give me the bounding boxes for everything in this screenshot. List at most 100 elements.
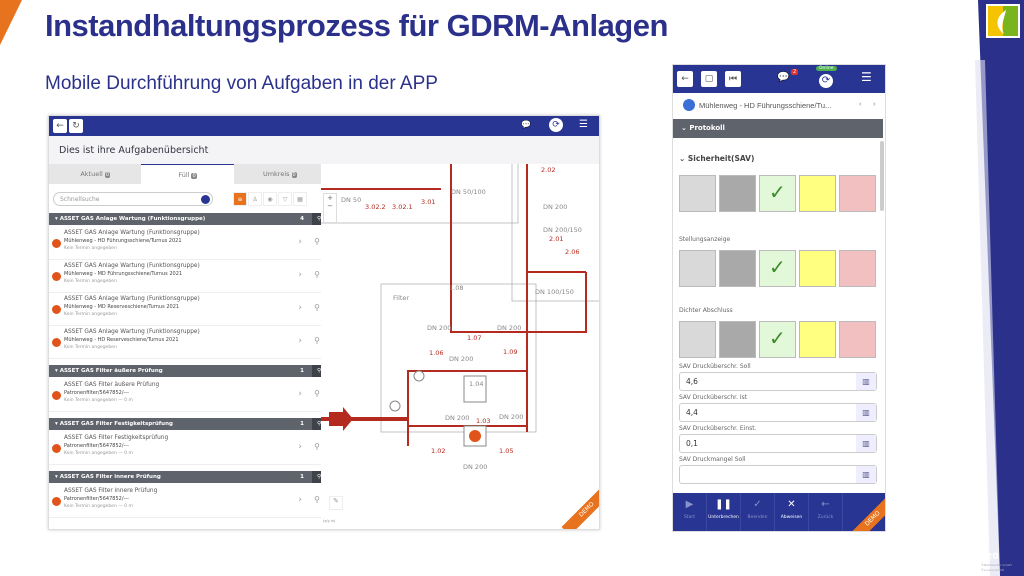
status-swatch[interactable]: ✓	[759, 250, 796, 287]
filter-box	[380, 283, 537, 433]
action-zurück[interactable]: ←Zurück	[809, 493, 843, 531]
check-filter-icon[interactable]: ◉	[263, 192, 277, 206]
user-filter-icon[interactable]: ♙	[248, 192, 262, 206]
pin-icon[interactable]: ⚲	[314, 336, 320, 345]
chevron-right-icon[interactable]: ›	[298, 495, 302, 505]
barcode-icon[interactable]: ▥	[856, 435, 876, 452]
chevron-right-icon[interactable]: ›	[298, 303, 302, 313]
zoom-out-button[interactable]: −	[327, 202, 333, 210]
barcode-icon[interactable]: ▥	[856, 466, 876, 483]
task-subtitle: Mühlenweg - HD Führungsschiene/Turnus 20…	[64, 238, 182, 244]
field-input[interactable]: 4,6▥	[679, 372, 877, 391]
field-input[interactable]: 0,1▥	[679, 434, 877, 453]
action-start[interactable]: ▶Start	[673, 493, 707, 531]
back-icon[interactable]: ←	[53, 119, 67, 133]
chevron-right-icon[interactable]: ›	[298, 442, 302, 452]
task-subtitle: Mühlenweg - MD Führungsschiene/Turnus 20…	[64, 271, 183, 277]
barcode-icon[interactable]: ▥	[856, 404, 876, 421]
status-swatch[interactable]: ✓	[759, 175, 796, 212]
action-beenden[interactable]: ✓Beenden	[741, 493, 775, 531]
sync-icon[interactable]: ⟳	[819, 74, 833, 88]
menu-icon[interactable]: ☰	[579, 119, 588, 130]
status-swatch[interactable]	[839, 250, 876, 287]
action-label: Abweisen	[780, 515, 803, 520]
status-swatch[interactable]	[839, 321, 876, 358]
save-icon[interactable]: ▢	[701, 71, 717, 87]
diagram-label: DN 200	[445, 414, 469, 422]
group-header[interactable]: ▾ ASSET GAS Anlage Wartung (Funktionsgru…	[49, 213, 326, 225]
protokoll-section-header[interactable]: ⌄ Protokoll	[673, 119, 883, 138]
sync-icon[interactable]: ⟳	[549, 118, 563, 132]
list-view-icon[interactable]: ≡	[233, 192, 247, 206]
edit-icon[interactable]: ✎	[329, 496, 343, 510]
field-input[interactable]: 4,4▥	[679, 403, 877, 422]
filter-icon[interactable]: ▽	[278, 192, 292, 206]
pin-icon[interactable]: ⚲	[314, 303, 320, 312]
chevron-right-icon[interactable]: ›	[298, 336, 302, 346]
menu-icon[interactable]: ☰	[861, 70, 872, 84]
task-meta: Kein Termin angegeben	[64, 345, 117, 350]
status-swatch[interactable]	[839, 175, 876, 212]
map-icon[interactable]: ▦	[293, 192, 307, 206]
chevron-right-icon[interactable]: ›	[298, 270, 302, 280]
overview-header: Dies ist ihre Aufgabenübersicht	[49, 136, 599, 164]
task-item[interactable]: ASSET GAS Anlage Wartung (Funktionsgrupp…	[49, 293, 326, 326]
gas-icon	[683, 99, 695, 111]
status-swatch[interactable]: ✓	[759, 321, 796, 358]
status-swatch[interactable]	[799, 321, 836, 358]
back-icon[interactable]: ←	[677, 71, 693, 87]
barcode-icon[interactable]: ▥	[856, 373, 876, 390]
flame-icon	[52, 444, 61, 453]
search-input[interactable]: Schnellsuche	[53, 192, 213, 206]
pin-icon[interactable]: ⚲	[314, 270, 320, 279]
zoom-in-button[interactable]: +	[327, 194, 333, 202]
status-swatch[interactable]	[679, 175, 716, 212]
action-abweisen[interactable]: ✕Abweisen	[775, 493, 809, 531]
chat-icon[interactable]: 💬	[777, 72, 790, 83]
pin-icon[interactable]: ⚲	[314, 442, 320, 451]
pin-icon[interactable]: ⚲	[314, 495, 320, 504]
task-item[interactable]: ASSET GAS Anlage Wartung (Funktionsgrupp…	[49, 260, 326, 293]
task-item[interactable]: ASSET GAS Anlage Wartung (Funktionsgrupp…	[49, 326, 326, 359]
next-icon[interactable]: ›	[873, 99, 876, 108]
chevron-right-icon[interactable]: ›	[298, 389, 302, 399]
search-button[interactable]	[201, 194, 210, 204]
status-swatch[interactable]	[719, 175, 756, 212]
chat-icon[interactable]: 💬	[521, 120, 531, 129]
status-swatch[interactable]	[679, 321, 716, 358]
refresh-icon[interactable]: ↻	[69, 119, 83, 133]
tab-count: 0	[191, 173, 197, 179]
scrollbar[interactable]	[880, 141, 884, 211]
field-label: SAV Drucküberschr. Soll	[679, 363, 751, 370]
group-count: 1	[300, 474, 304, 480]
diagram-label: 1.06	[429, 349, 443, 357]
action-unterbrechen[interactable]: ❚❚Unterbrechen	[707, 493, 741, 531]
prev-icon[interactable]: ‹	[859, 99, 862, 108]
field-input[interactable]: ▥	[679, 465, 877, 484]
task-item[interactable]: ASSET GAS Anlage Wartung (Funktionsgrupp…	[49, 227, 326, 260]
chevron-right-icon[interactable]: ›	[298, 237, 302, 247]
task-meta: Kein Termin angegeben	[64, 279, 117, 284]
status-swatch[interactable]	[799, 175, 836, 212]
status-swatch[interactable]	[719, 250, 756, 287]
pin-icon[interactable]: ⚲	[314, 237, 320, 246]
status-swatch[interactable]	[679, 250, 716, 287]
diagram-label: DN 200	[499, 413, 523, 421]
status-swatch[interactable]	[799, 250, 836, 287]
online-badge: Online	[816, 66, 837, 71]
pin-icon[interactable]: ⚲	[314, 389, 320, 398]
skip-back-icon[interactable]: ⏮	[725, 71, 741, 87]
subsection-header[interactable]: ⌄ Sicherheit(SAV)	[679, 154, 755, 163]
status-swatch[interactable]	[719, 321, 756, 358]
